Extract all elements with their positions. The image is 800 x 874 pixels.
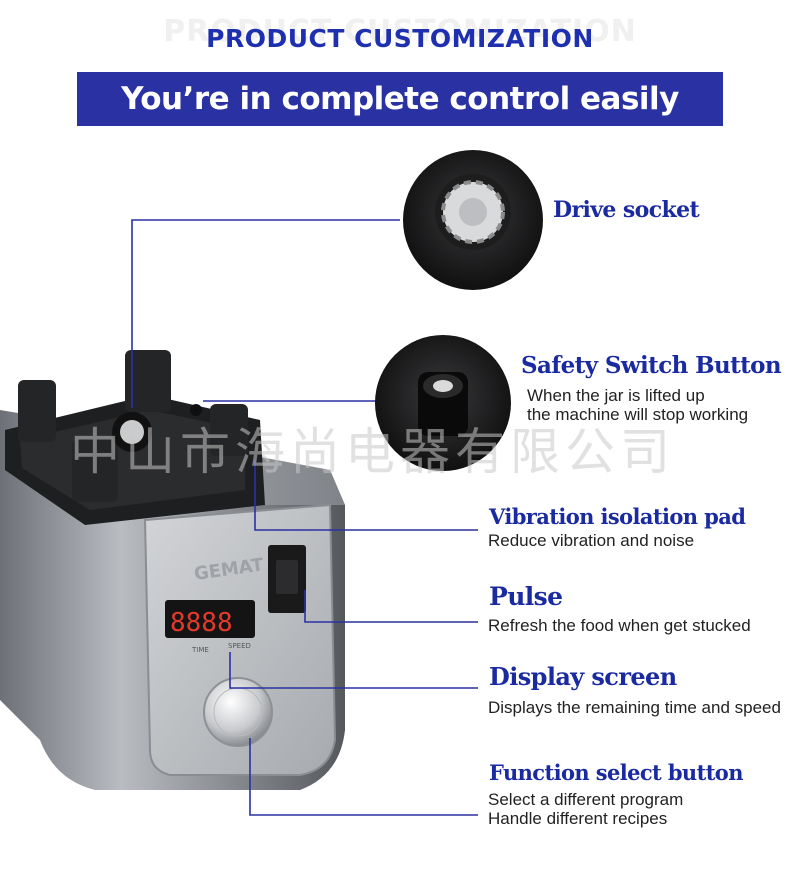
header-ghost-text: PRODUCT CUSTOMIZATION [163,14,637,49]
feature-title-safety-switch: Safety Switch Button [521,352,782,379]
safety-switch-closeup [375,335,511,471]
feature-desc-display-screen: Displays the remaining time and speed [488,698,781,717]
safety-switch-small [190,404,202,416]
feature-desc-function-select-1: Select a different program [488,790,684,809]
feature-desc-safety-switch-1: When the jar is lifted up [527,386,705,405]
feature-title-vibration-pad: Vibration isolation pad [489,504,746,529]
feature-title-display-screen: Display screen [489,662,677,691]
feature-title-function-select: Function select button [489,760,743,785]
blender-base: GEMAT 8888 TIME SPEED [0,350,345,790]
feature-desc-pulse: Refresh the food when get stucked [488,616,751,635]
display-digits: 8888 [170,608,233,638]
label-speed: SPEED [228,642,251,650]
display-screen [165,600,255,638]
callout-lines [131,219,478,816]
feature-desc-safety-switch-2: the machine will stop working [527,405,749,424]
feature-title-drive-socket: Drive socket [553,197,700,223]
banner: You’re in complete control easily [77,72,723,126]
drive-socket-closeup [403,150,543,290]
feature-desc-function-select-2: Handle different recipes [488,809,668,828]
watermark: 中山市海尚电器有限公司 [70,423,675,481]
feature-title-pulse: Pulse [489,582,563,611]
page-title: PRODUCT CUSTOMIZATION [206,24,594,53]
drive-socket-small [120,420,144,444]
label-time: TIME [191,646,209,654]
feature-desc-vibration-pad: Reduce vibration and noise [488,531,695,550]
banner-text: You’re in complete control easily [121,81,679,117]
